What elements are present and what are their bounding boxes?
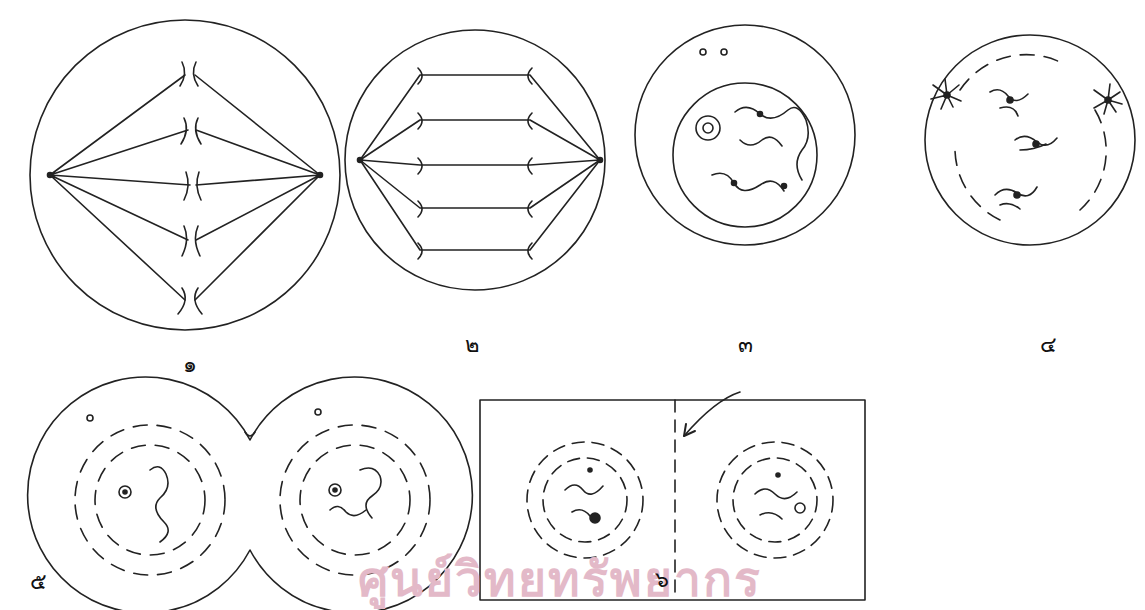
stage-number: ๑ bbox=[183, 353, 197, 377]
anaphase-cell bbox=[345, 30, 605, 290]
prometaphase-cell bbox=[925, 35, 1135, 245]
metaphase-cell bbox=[30, 20, 340, 330]
stage-number: ๒ bbox=[465, 333, 480, 357]
stage-number: ๕ bbox=[30, 570, 47, 594]
watermark: ศูนย์วิทยทรัพยากร bbox=[358, 553, 762, 606]
stage-number: ๓ bbox=[738, 333, 753, 357]
stage-number: ๖ bbox=[655, 568, 669, 592]
prophase-cell bbox=[635, 25, 855, 245]
stage-number: ๔ bbox=[1040, 333, 1057, 357]
